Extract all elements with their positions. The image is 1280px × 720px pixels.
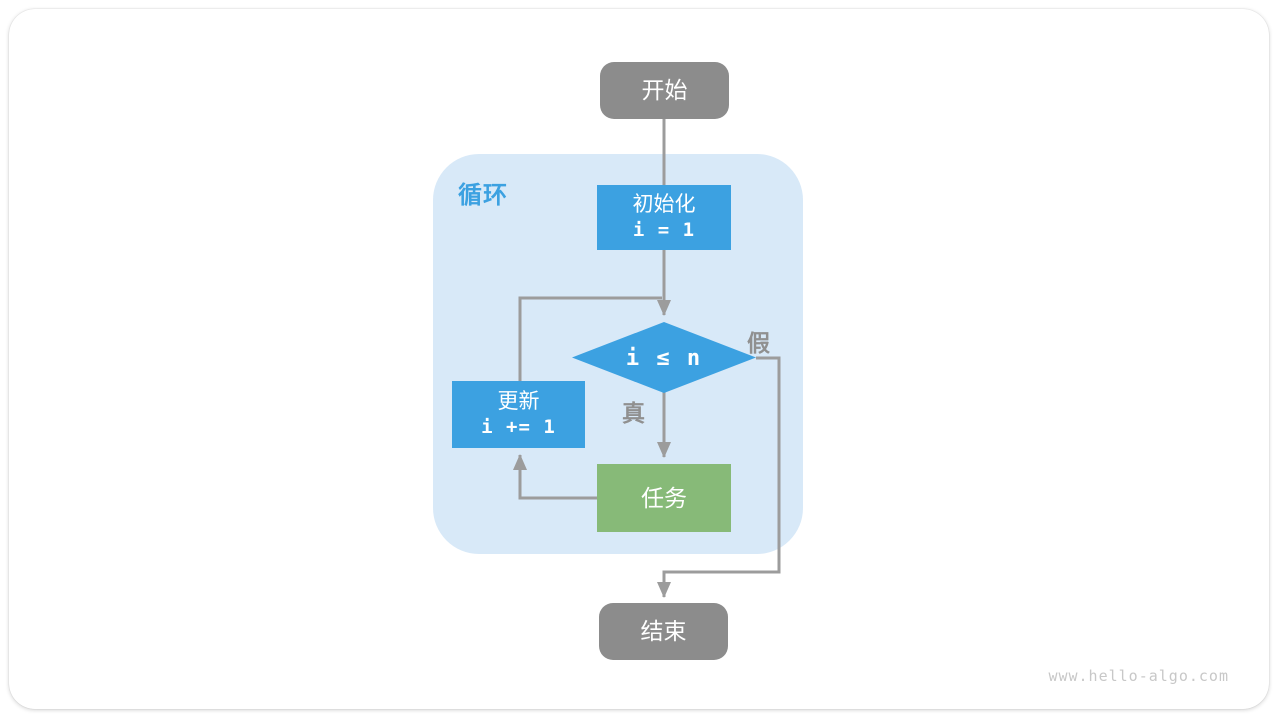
edge-update-condition xyxy=(518,296,662,381)
task-node-label: 任务 xyxy=(641,484,687,511)
diagram-card: 循环 开始 初始化 i = 1 i ≤ n xyxy=(9,9,1269,709)
update-node-code: i += 1 xyxy=(481,416,556,439)
task-node: 任务 xyxy=(597,464,731,532)
false-edge-label: 假 xyxy=(747,330,770,356)
start-node-label: 开始 xyxy=(641,77,688,104)
update-node: 更新 i += 1 xyxy=(452,381,585,448)
end-node: 结束 xyxy=(599,603,728,660)
edge-condition-end xyxy=(657,356,781,598)
end-node-label: 结束 xyxy=(640,618,687,645)
init-node-code: i = 1 xyxy=(632,219,696,242)
start-node: 开始 xyxy=(600,62,729,119)
true-edge-label: 真 xyxy=(622,400,645,426)
loop-label: 循环 xyxy=(458,182,508,209)
init-node: 初始化 i = 1 xyxy=(597,185,731,250)
init-node-label: 初始化 xyxy=(632,193,696,216)
edge-task-update xyxy=(513,454,597,500)
condition-diamond-shape xyxy=(572,322,756,393)
watermark: www.hello-algo.com xyxy=(1048,667,1229,685)
condition-node-label: i ≤ n xyxy=(625,345,703,371)
update-node-label: 更新 xyxy=(497,390,540,413)
flow-edges xyxy=(513,119,781,598)
